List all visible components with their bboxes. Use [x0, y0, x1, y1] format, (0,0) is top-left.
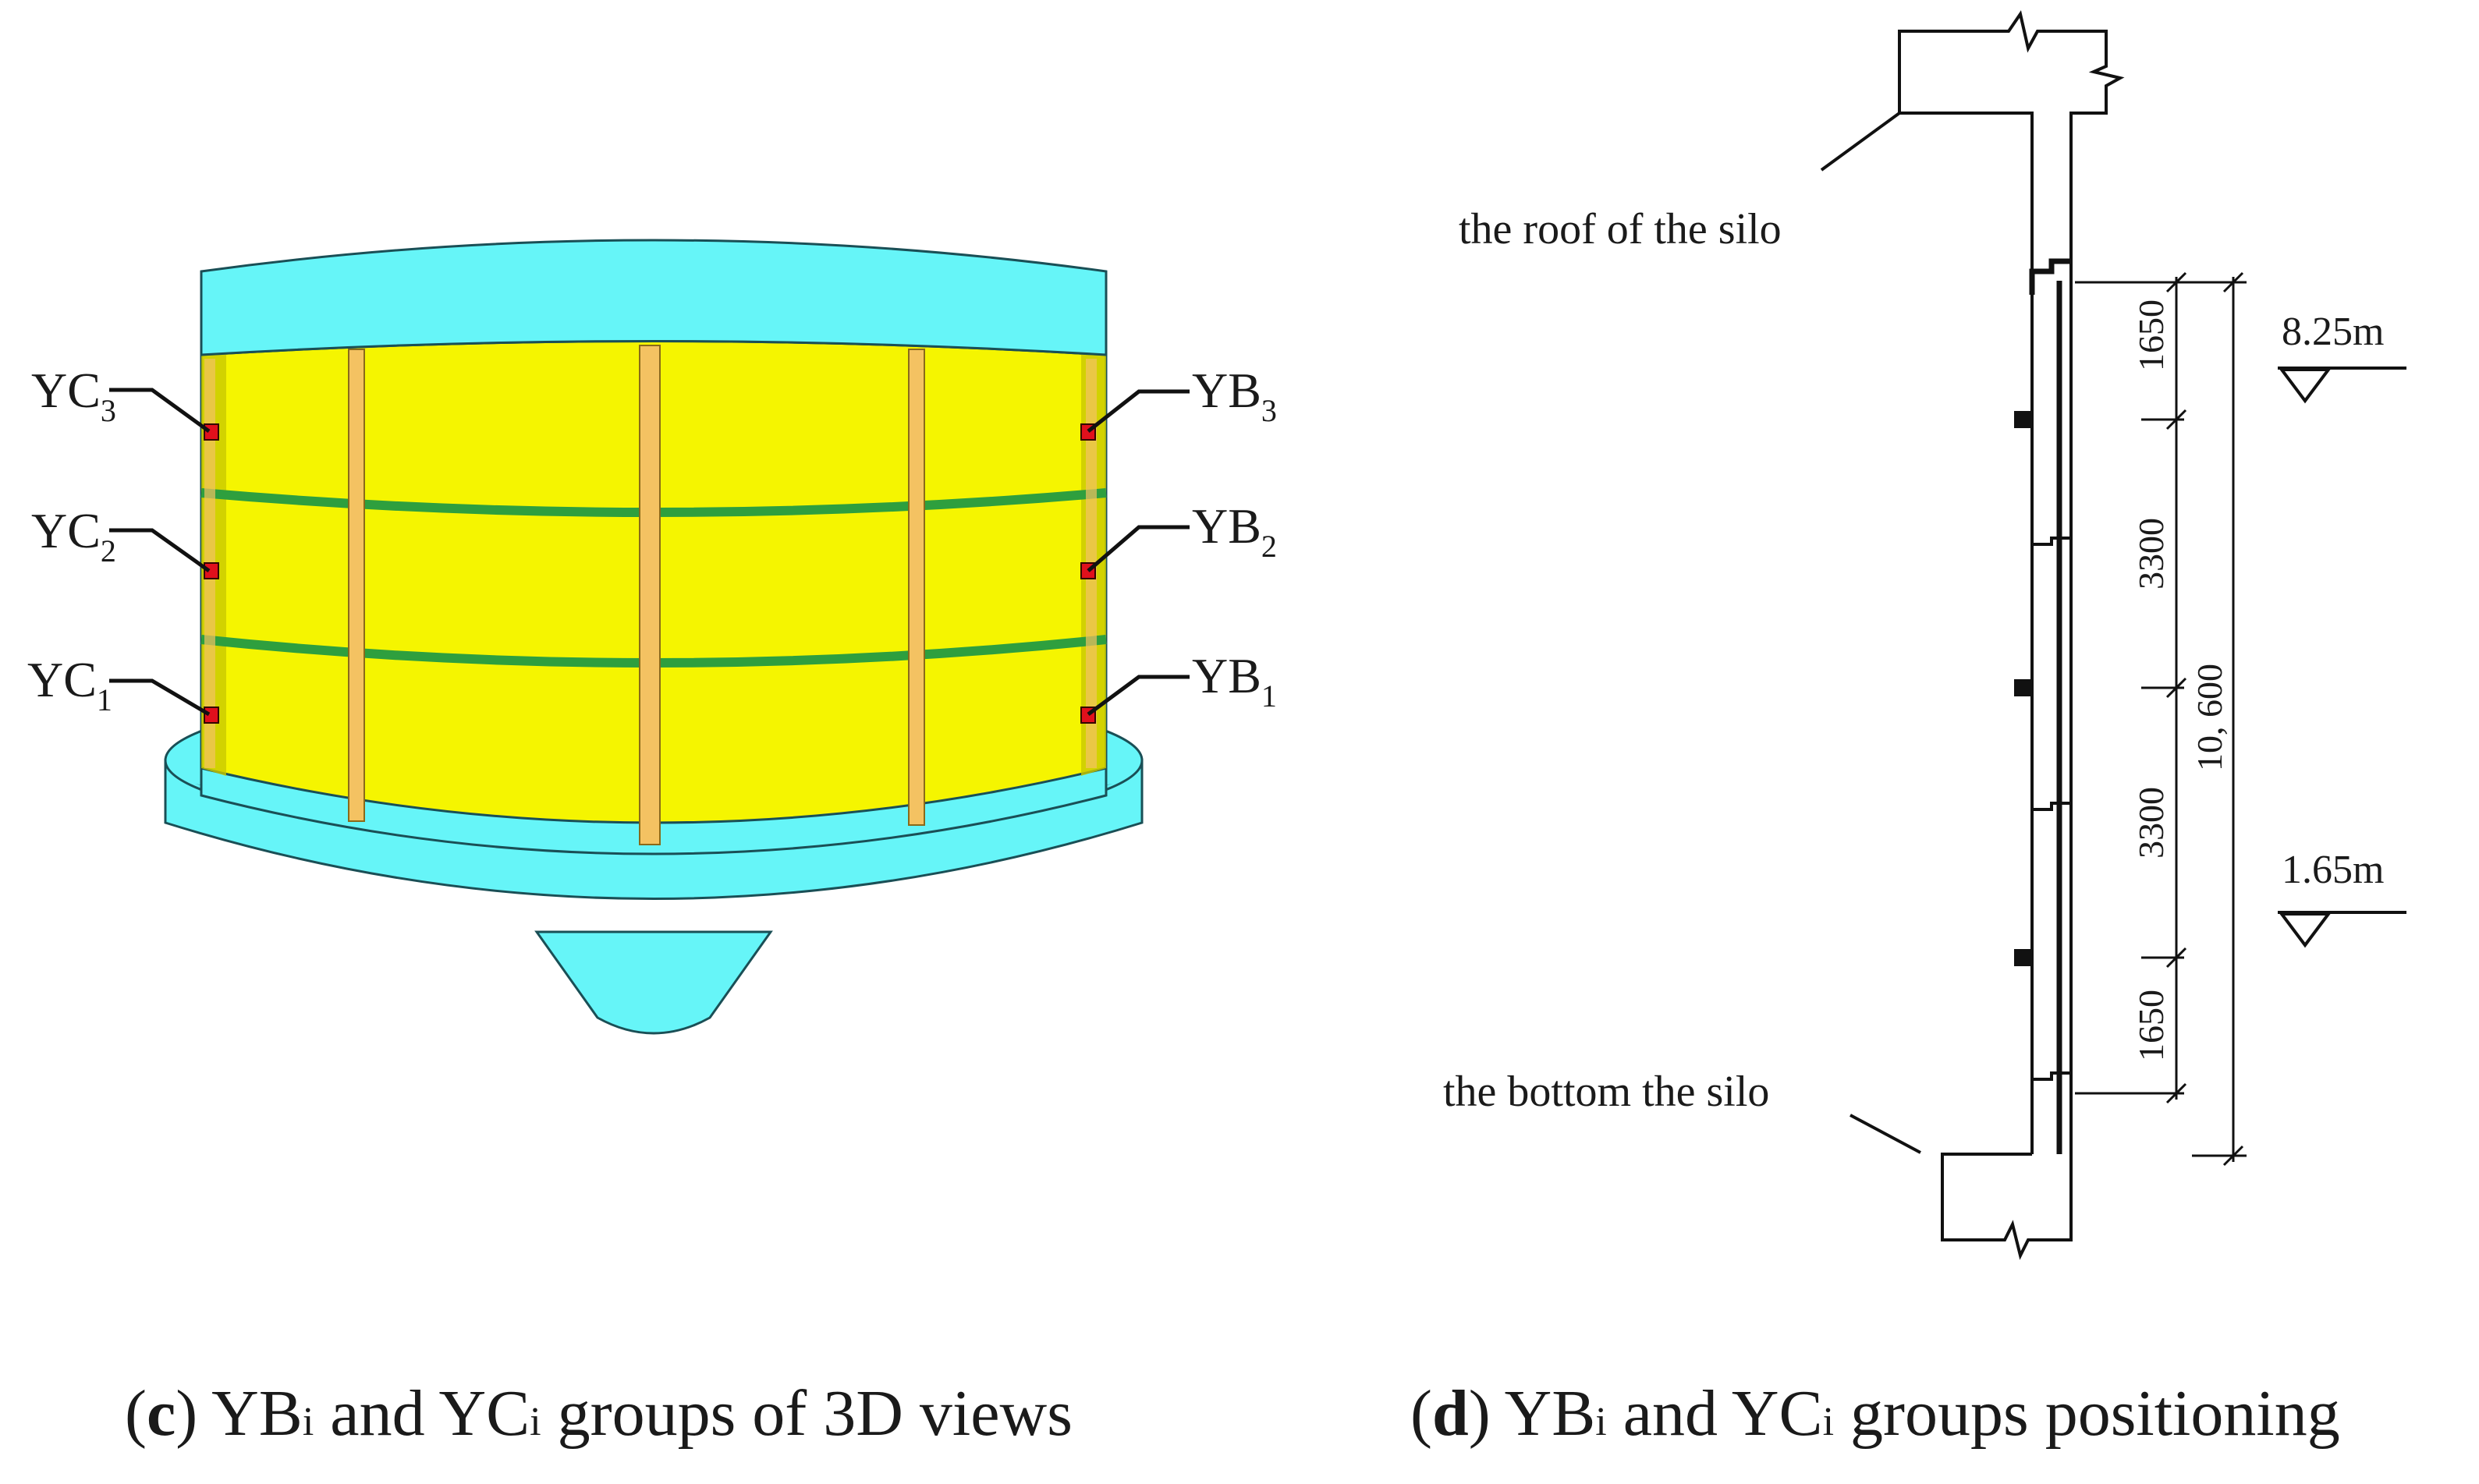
elevation-upper: 8.25m	[2282, 310, 2384, 354]
section-text: the roof of the silo the bottom the silo…	[1410, 205, 2384, 1450]
joint-2	[2030, 537, 2071, 563]
bottom-leader	[1849, 1114, 1921, 1154]
tick	[2222, 1145, 2244, 1167]
label-yb1: YB1	[1192, 648, 1277, 714]
dim-total: 10, 600	[2190, 664, 2229, 771]
label-yb3: YB3	[1192, 363, 1277, 428]
leader-yb3	[1087, 389, 1190, 433]
roof-leader	[1820, 112, 1901, 172]
leader-yb1	[1087, 675, 1190, 717]
roof-label: the roof of the silo	[1459, 205, 1782, 253]
sensor-yc3	[204, 423, 219, 441]
tick	[2165, 271, 2187, 293]
silo-cone	[534, 930, 773, 1035]
section-drawing	[1820, 10, 2406, 1260]
roof-slab-outline	[1898, 10, 2125, 261]
bottom-label: the bottom the silo	[1443, 1068, 1769, 1116]
elev-triangle-lower	[2279, 912, 2332, 948]
leader-yc3	[109, 388, 211, 434]
silo-3d-view: YC3 YC2 YC1 YB3 YB2 YB1 (c) YBi and YCi …	[27, 239, 1277, 1450]
label-yc1: YC1	[27, 652, 112, 717]
caption-c: (c) YBi and YCi groups of 3D views	[125, 1377, 1073, 1450]
dim-bottom: 1650	[2131, 990, 2171, 1061]
leader-yb2	[1087, 525, 1190, 572]
marker-3	[2014, 411, 2031, 428]
joint-3	[2030, 802, 2071, 828]
label-yb2: YB2	[1192, 498, 1277, 564]
column-2	[639, 345, 661, 845]
dim-lower: 3300	[2131, 787, 2171, 859]
elevation-lower: 1.65m	[2282, 848, 2384, 892]
sensor-yc2	[204, 562, 219, 579]
joint-bottom	[2030, 1071, 2071, 1098]
dim-top: 1650	[2131, 299, 2171, 371]
top-ring	[200, 239, 1108, 356]
tick	[2165, 1082, 2187, 1104]
tick	[2165, 677, 2187, 699]
elev-triangle-upper	[2279, 368, 2332, 404]
leader-yc1	[109, 678, 211, 717]
column-3	[908, 349, 925, 826]
tick	[2165, 947, 2187, 969]
tick	[2165, 409, 2187, 430]
label-yc3: YC3	[31, 363, 116, 428]
marker-1	[2014, 949, 2031, 966]
caption-d: (d) YBi and YCi groups positioning	[1410, 1377, 2340, 1450]
dim-upper: 3300	[2131, 518, 2171, 590]
label-yc2: YC2	[31, 503, 116, 568]
tick	[2222, 271, 2244, 293]
leader-yc2	[109, 528, 211, 573]
sensor-yc1	[204, 707, 219, 724]
base-slab-outline	[1941, 1153, 2073, 1260]
joint-top	[2029, 258, 2071, 295]
column-1	[348, 349, 365, 822]
marker-2	[2014, 679, 2031, 696]
